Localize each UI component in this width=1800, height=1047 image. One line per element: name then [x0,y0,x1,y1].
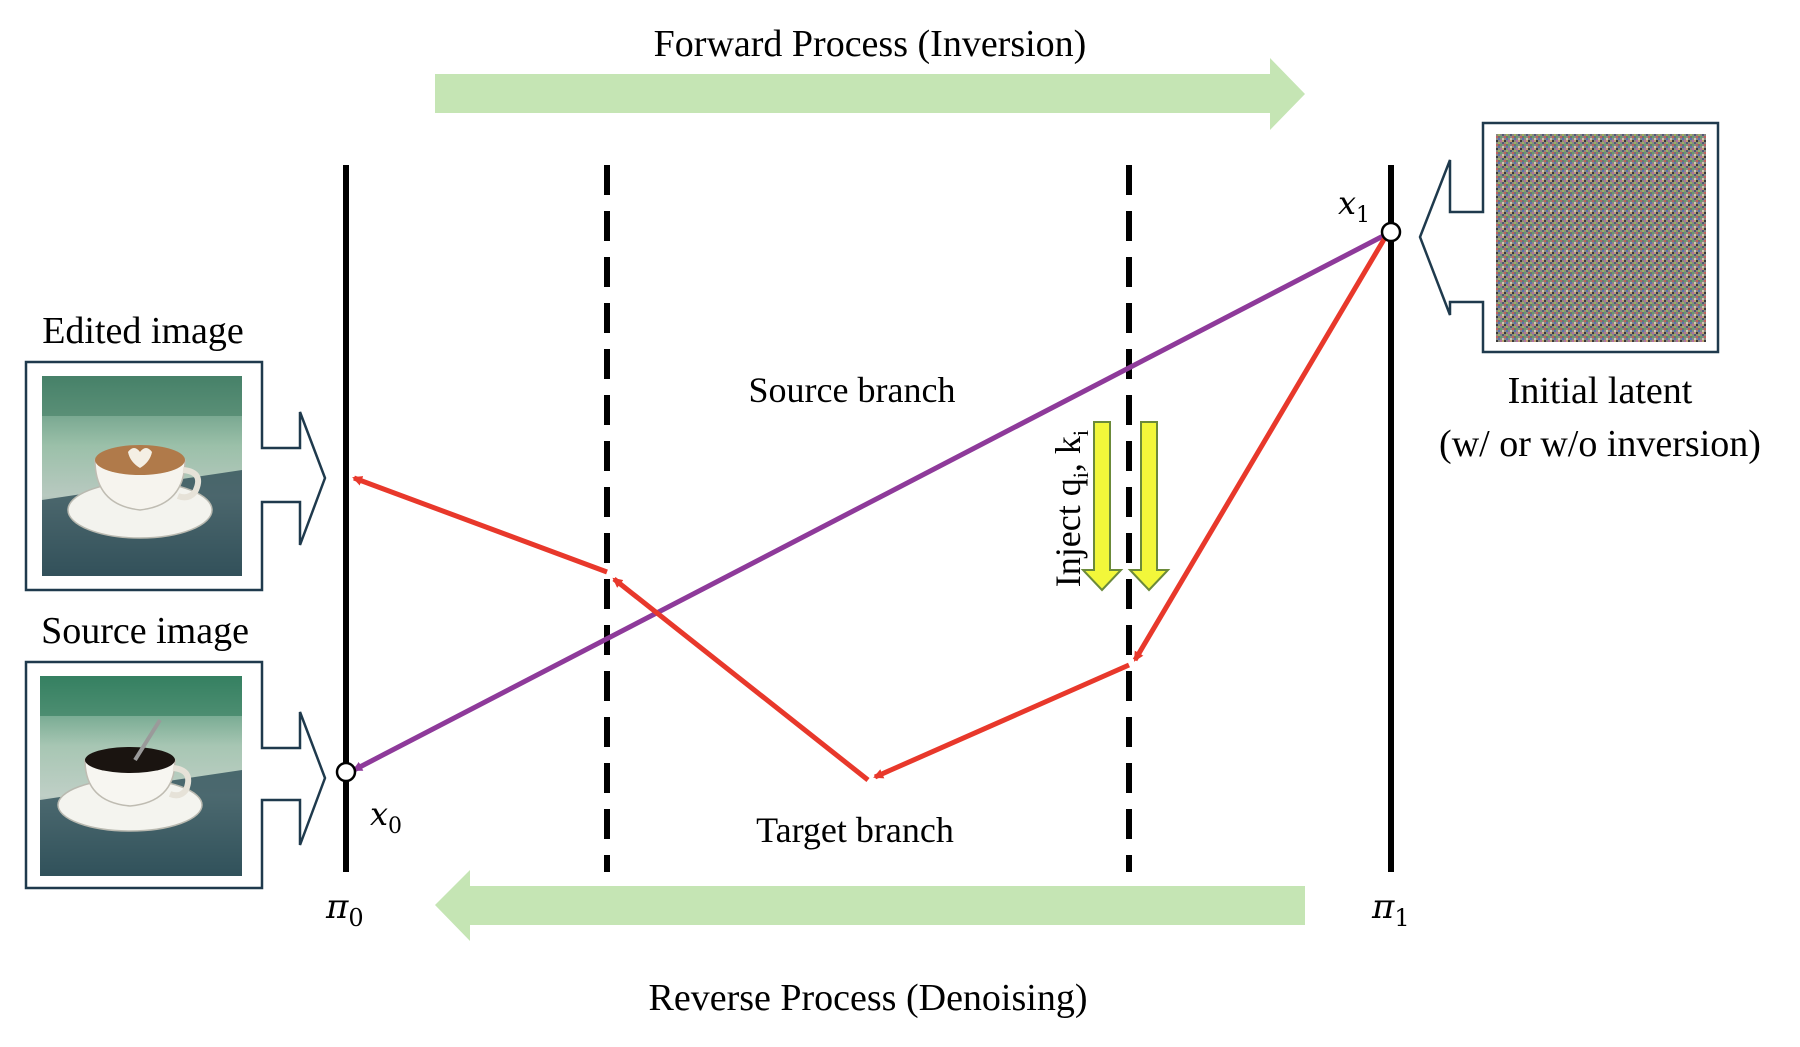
forward-process-title: Forward Process (Inversion) [654,23,1087,65]
reverse-process-arrow [435,870,1305,941]
source-branch-line [352,231,1389,773]
x0-point [335,761,357,783]
inject-arrow-2 [1127,421,1171,592]
inject-label: Inject qi, ki [1048,430,1093,587]
target-branch-segment-3 [612,577,870,782]
pi1-label: π1 [1371,887,1410,932]
target-branch-label: Target branch [756,810,954,850]
source-image-label: Source image [41,610,249,652]
target-branch-segment-4 [352,475,608,575]
initial-latent-frame [1418,121,1720,354]
latte-art-cup-image [42,376,242,576]
x0-label: x0 [370,795,402,839]
forward-process-arrow [435,58,1305,130]
target-branch-segment-1 [1132,234,1389,662]
x1-label: x1 [1338,184,1370,228]
x1-point [1380,221,1402,243]
inject-arrow-1 [1080,421,1124,592]
black-coffee-cup-image [40,676,242,876]
edited-image-label: Edited image [42,310,244,352]
edited-image-frame [24,360,327,592]
initial-latent-label-line1: Initial latent [1508,370,1693,412]
source-branch-label: Source branch [749,370,956,410]
pi0-label: π0 [325,887,364,932]
reverse-process-title: Reverse Process (Denoising) [648,977,1087,1019]
initial-latent-label-line2: (w/ or w/o inversion) [1439,423,1761,465]
source-image-frame [24,660,327,890]
target-branch-segment-2 [873,662,1131,780]
noise-image [1496,134,1706,342]
